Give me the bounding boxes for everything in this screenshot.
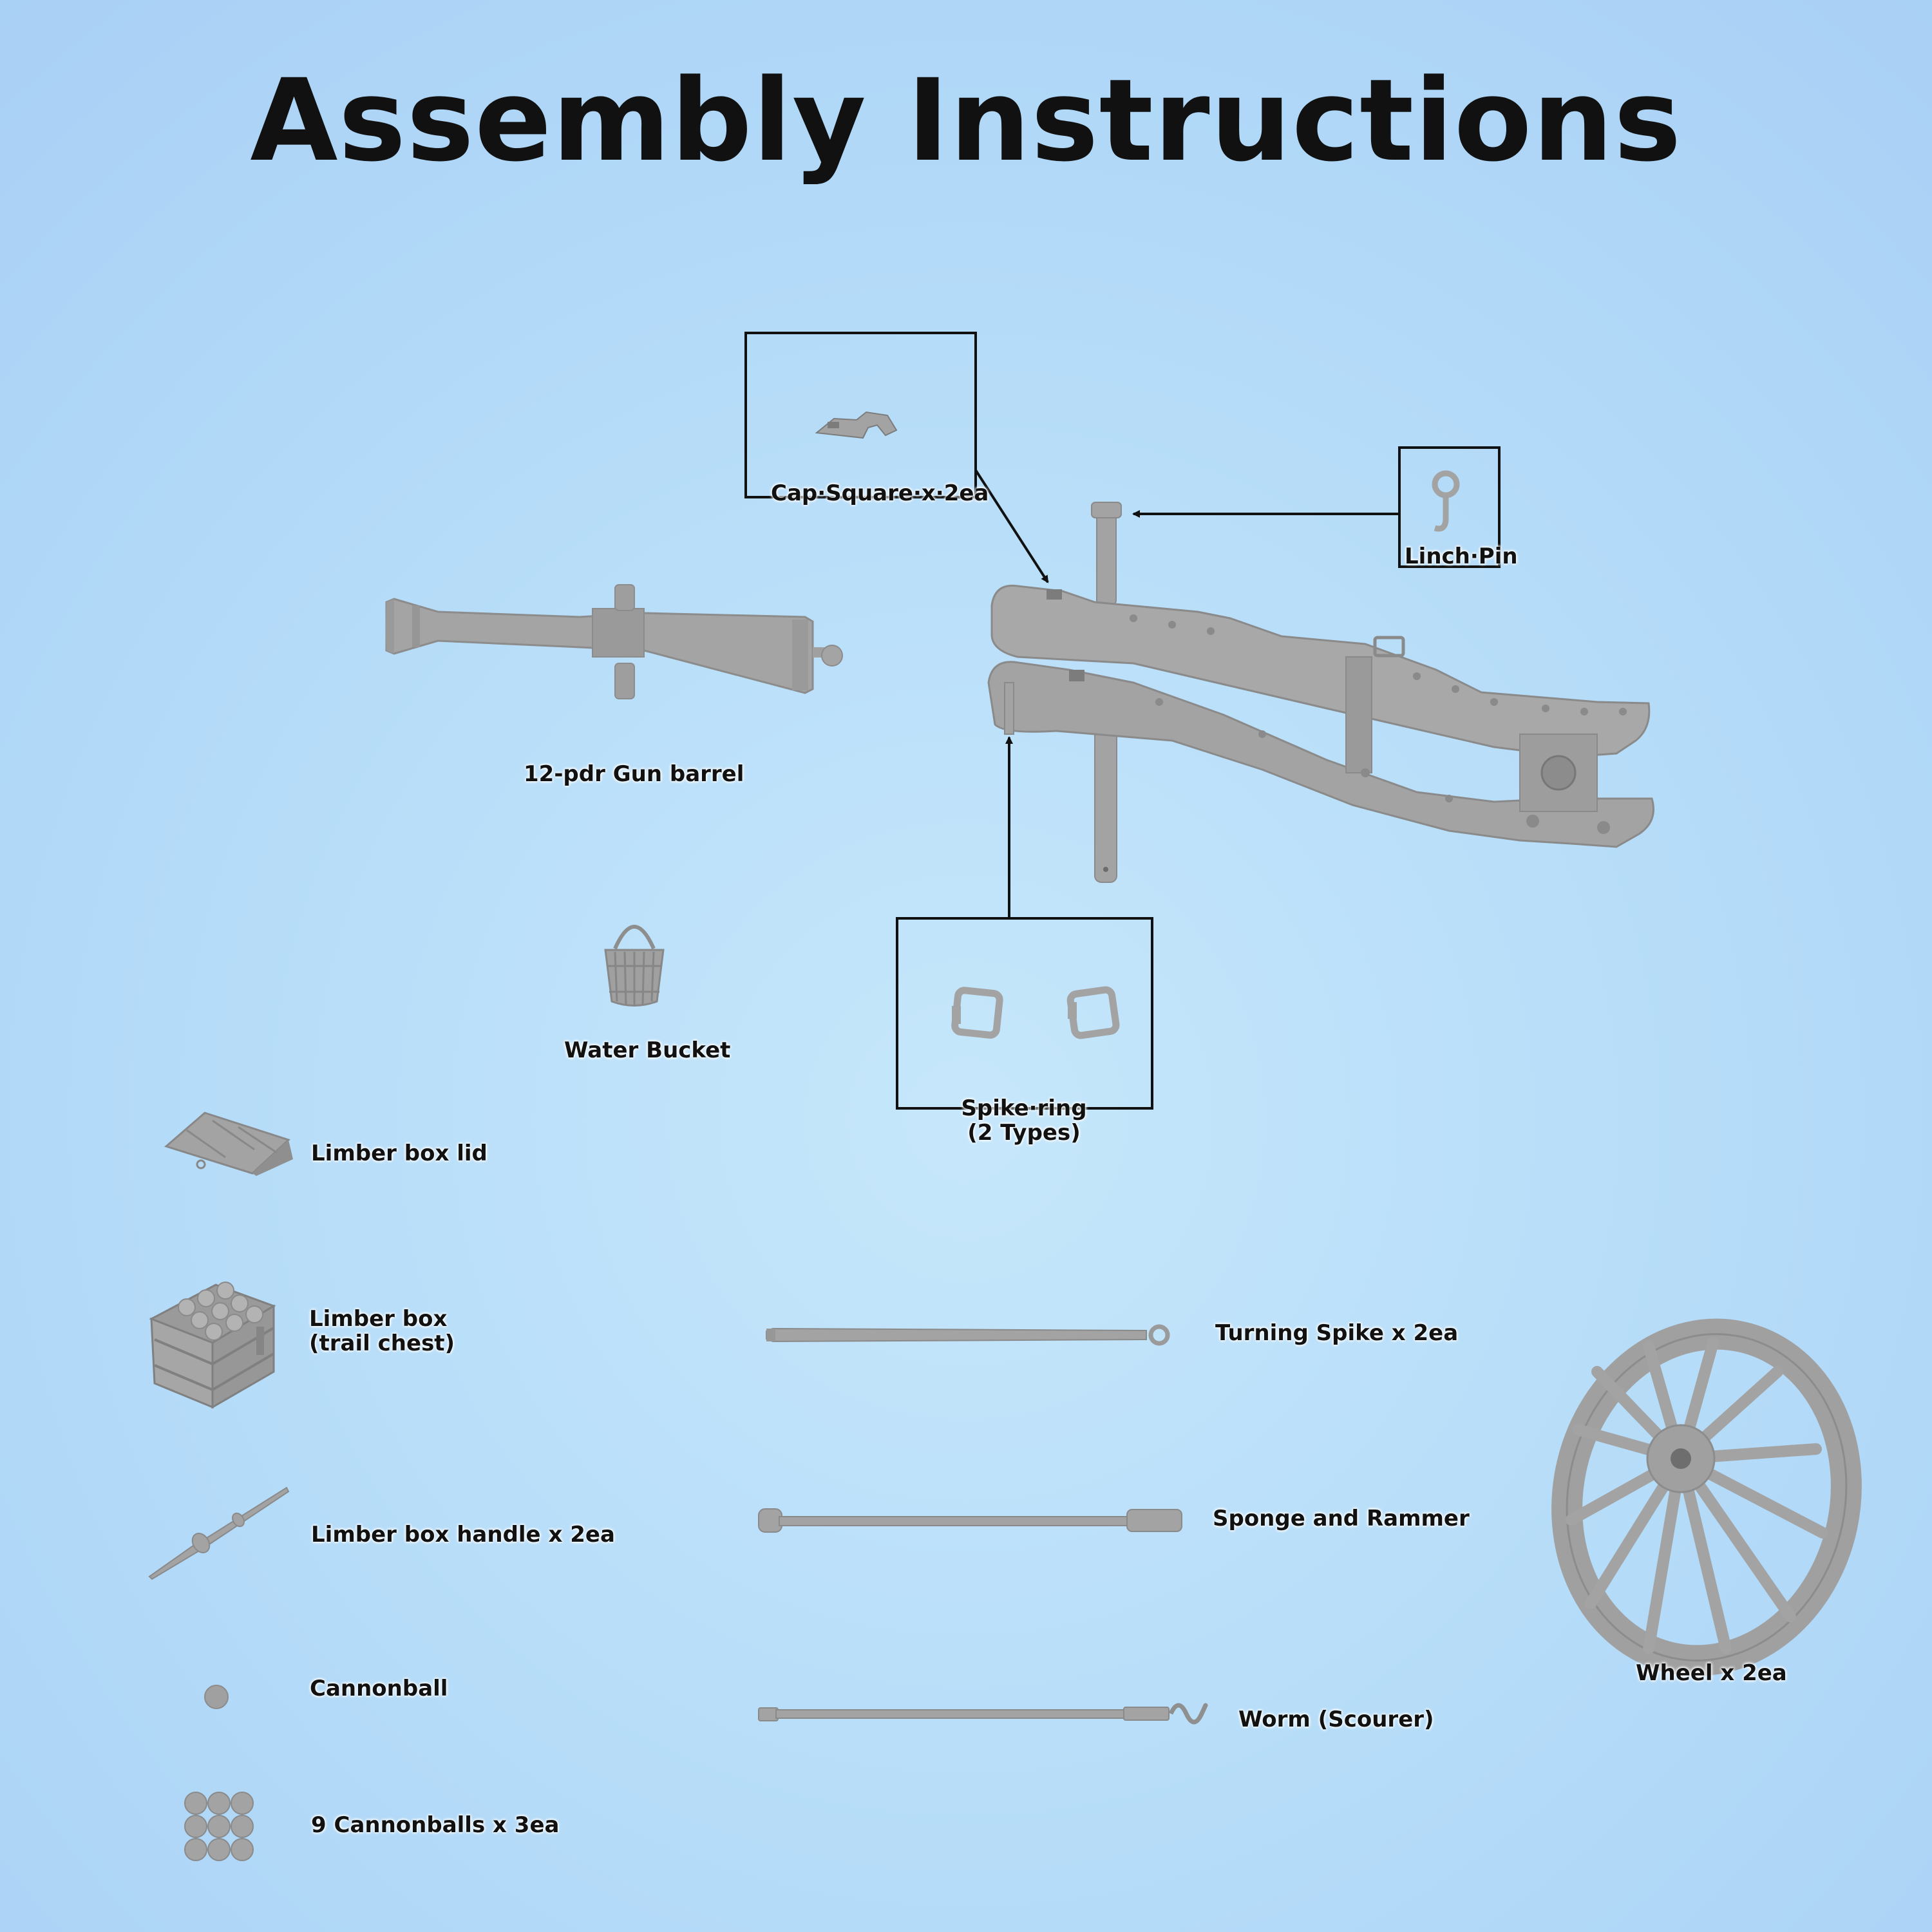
water-bucket-part — [604, 925, 665, 1007]
water-bucket-label: Water Bucket — [564, 1037, 731, 1063]
spike-ring-label: Spike·ring (2 Types) — [953, 1096, 1095, 1145]
turning-spike-part — [766, 1324, 1170, 1346]
limber-box-label-line2: (trail chest) — [309, 1331, 455, 1356]
limber-box-handle-label: Limber box handle x 2ea — [311, 1522, 615, 1548]
cap-square-arrow — [974, 469, 1049, 583]
cannonball-label: Cannonball — [310, 1676, 448, 1701]
spike-ring-part-type-2 — [1066, 986, 1120, 1039]
limber-box-label-line1: Limber box — [309, 1306, 448, 1332]
limber-box-handle-part — [148, 1486, 290, 1580]
cap-square-label: Cap·Square·x·2ea — [771, 480, 989, 506]
cannonballs-9-part — [184, 1792, 254, 1861]
linch-pin-callout-box — [1398, 446, 1501, 568]
spike-ring-label-line2: (2 Types) — [967, 1120, 1081, 1146]
spike-ring-label-line1: Spike·ring — [961, 1095, 1087, 1121]
limber-box-part — [149, 1282, 276, 1409]
sponge-rammer-part — [758, 1508, 1182, 1533]
cannonballs-9-label: 9 Cannonballs x 3ea — [311, 1812, 560, 1838]
cap-square-callout-box — [744, 332, 977, 498]
cap-square-part — [815, 411, 898, 439]
limber-box-lid-label: Limber box lid — [311, 1141, 488, 1166]
page-title: Assembly Instructions — [250, 55, 1682, 187]
gun-carriage-part — [987, 502, 1654, 883]
cannonball-part — [204, 1685, 229, 1709]
wheel-label: Wheel x 2ea — [1636, 1660, 1787, 1686]
spike-ring-part-type-1 — [951, 987, 1003, 1039]
gun-barrel-part — [385, 584, 843, 699]
limber-box-lid-part — [164, 1112, 293, 1176]
worm-label: Worm (Scourer) — [1238, 1707, 1434, 1732]
worm-part — [758, 1703, 1208, 1725]
spike-ring-callout-box — [896, 917, 1153, 1110]
gun-barrel-label: 12-pdr Gun barrel — [524, 761, 744, 787]
turning-spike-label: Turning Spike x 2ea — [1215, 1320, 1459, 1346]
wheel-part — [1551, 1318, 1862, 1676]
sponge-rammer-label: Sponge and Rammer — [1213, 1506, 1470, 1531]
limber-box-label: Limber box (trail chest) — [309, 1306, 455, 1356]
linch-pin-part — [1432, 470, 1460, 532]
linch-pin-label: Linch·Pin — [1405, 544, 1518, 569]
